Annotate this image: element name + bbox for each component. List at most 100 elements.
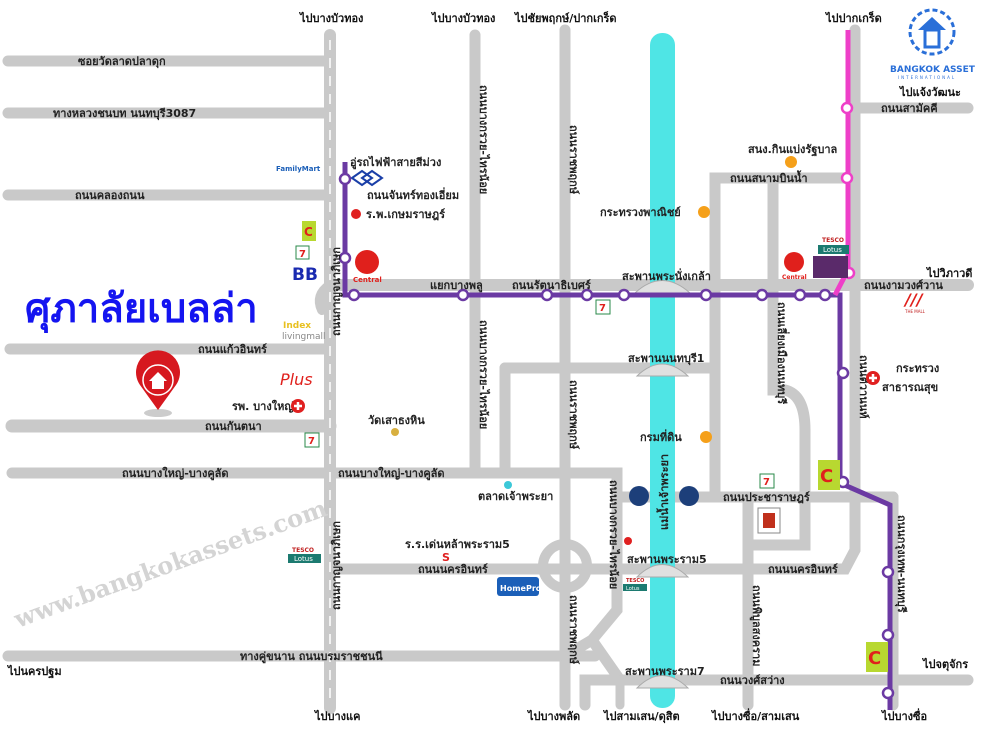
road-label: ถนนรัตนาธิเบศร์ [512, 279, 591, 292]
station[interactable] [347, 288, 361, 302]
direction-label: ไปบางบัวทอง [298, 11, 363, 25]
homepro-logo: HomePro [497, 577, 542, 596]
bangkok-asset-logo: BANGKOK ASSET INTERNATIONAL [890, 8, 976, 80]
poi-label: ร.ร.เด่นหล้าพระราม5 [405, 538, 510, 551]
road-label: ถนนบางใหญ่-บางคูลัด [122, 466, 229, 481]
direction-labels: ไปบางบัวทอง ไปบางบัวทอง ไปชัยพฤกษ์/ปากเก… [6, 11, 972, 724]
poi-dot-icon [700, 431, 712, 443]
road-label: ซอยวัดลาดปลาดุก [78, 55, 166, 69]
bridge-label: สะพานนนทบุรี1 [628, 352, 704, 366]
station[interactable] [338, 251, 352, 265]
pink-line [832, 30, 851, 297]
road-label: ถนนสามัคคี [881, 102, 938, 115]
road-label: ถนนนครอินทร์ [418, 563, 488, 576]
svg-text:C: C [304, 225, 313, 239]
poi-dot-icon [698, 206, 710, 218]
road-label: ถนนราชพฤกษ์ [567, 125, 580, 195]
plus-logo: Plus [280, 370, 313, 389]
svg-text:THE MALL: THE MALL [904, 309, 926, 314]
market-icon [504, 481, 512, 489]
poi-label: สาธารณสุข [882, 381, 938, 395]
direction-label: ไปบางซื่อ [880, 708, 927, 723]
home-icon [149, 372, 167, 389]
station[interactable] [699, 288, 713, 302]
svg-text:Central: Central [353, 276, 382, 284]
station[interactable] [755, 288, 769, 302]
road-label: ถนนกาญจนาภิเษก [330, 521, 343, 610]
station[interactable] [881, 686, 895, 700]
road-network [2, 24, 974, 714]
school-icon: S [442, 551, 450, 564]
station[interactable] [881, 628, 895, 642]
direction-label: ไปวิภาวดี [925, 266, 972, 280]
svg-text:Lotus: Lotus [626, 586, 640, 592]
road-label: ถนนนครอินทร์ [768, 563, 838, 576]
purple-line-stations [338, 172, 895, 700]
points-of-interest: อู่รถไฟฟ้าสายสีม่วง ร.พ.เกษมราษฎร์ รพ. บ… [232, 143, 939, 564]
project-location-pin[interactable] [136, 350, 180, 417]
road-label: ถนนบางกรวย-ไทรน้อย [477, 320, 491, 429]
direction-label: ไปบางแค [313, 709, 361, 723]
svg-text:TESCO: TESCO [822, 237, 844, 244]
road-labels: ซอยวัดลาดปลาดุก ทางหลวงชนบท นนทบุรี3087 … [53, 55, 943, 687]
bb-logo: BB [292, 265, 318, 285]
road-label: ถนนราชพฤกษ์ [567, 380, 580, 450]
road-label: ถนนเลี่ยงเมืองนนทบุรี [774, 302, 790, 404]
road-label: ถนนประชาราษฎร์ [723, 491, 810, 504]
station[interactable] [580, 288, 594, 302]
station[interactable] [338, 172, 352, 186]
poi-label: รพ. บางใหญ่ [232, 399, 294, 413]
station[interactable] [540, 288, 554, 302]
station[interactable] [840, 171, 854, 185]
seven-eleven-logo: 7 [295, 245, 310, 260]
road-label: ถนนบางกรวย-ไทรน้อย [477, 85, 491, 194]
station[interactable] [818, 288, 832, 302]
station[interactable] [456, 288, 470, 302]
svg-text:///: /// [903, 290, 924, 309]
seven-eleven-logo: 7 [304, 432, 320, 448]
station[interactable] [836, 366, 850, 380]
direction-label: ไปสามเสน/ดุสิต [602, 709, 680, 724]
svg-text:BANGKOK ASSET: BANGKOK ASSET [890, 65, 976, 75]
bigc-logo: C [866, 642, 888, 672]
poi-label: สนง.กินแบ่งรัฐบาล [748, 143, 838, 157]
poi-label: กรมที่ดิน [640, 429, 682, 444]
poi-label: กระทรวงพาณิชย์ [600, 206, 681, 219]
road-label: ถนนแก้วอินทร์ [198, 343, 267, 356]
direction-label: ไปชัยพฤกษ์/ปากเกร็ด [513, 11, 617, 25]
road-label: ถนนกันตนา [205, 420, 262, 433]
svg-text:TESCO: TESCO [626, 578, 644, 584]
direction-label: ไปนครปฐม [6, 664, 62, 679]
direction-label: ไปบางซื่อ/สามเสน [710, 708, 800, 723]
purple-line [342, 162, 893, 710]
road-label: ถนนบางใหญ่-บางคูลัด [338, 466, 445, 481]
tesco-lotus-logo: TESCO Lotus [623, 578, 647, 592]
central-logo: Central [782, 252, 807, 281]
station[interactable] [617, 288, 631, 302]
direction-label: ไปจตุจักร [921, 657, 968, 672]
svg-text:7: 7 [599, 303, 606, 314]
poi-label: ร.พ.เกษมราษฎร์ [366, 208, 445, 221]
road-label: ถนนพิบูลสงคราม [749, 585, 763, 666]
direction-label: ไปแจ้งวัฒนะ [898, 85, 961, 99]
mrt-logo-icon [350, 169, 384, 187]
direction-label: ไปบางพลัด [526, 709, 580, 723]
river-label: แม่น้ำเจ้าพระยา [656, 454, 671, 530]
svg-text:7: 7 [763, 477, 770, 488]
bridge-label: สะพานพระราม5 [627, 553, 707, 566]
svg-text:Central: Central [782, 274, 807, 281]
familymart-logo: FamilyMart [276, 165, 321, 173]
watermark: www.bangkokassets.com [9, 493, 330, 634]
station[interactable] [793, 288, 807, 302]
ferry-pier-icon [629, 486, 649, 506]
road-label: ทางคู่ขนาน ถนนบรมราชชนนี [240, 650, 383, 664]
bigc-logo: C [818, 460, 840, 490]
station[interactable] [881, 565, 895, 579]
station[interactable] [840, 101, 854, 115]
poi-label: ตลาดเจ้าพระยา [478, 490, 553, 503]
index-logo-sub: livingmall [282, 332, 326, 342]
road-label: ถนนคลองถนน [75, 189, 145, 202]
